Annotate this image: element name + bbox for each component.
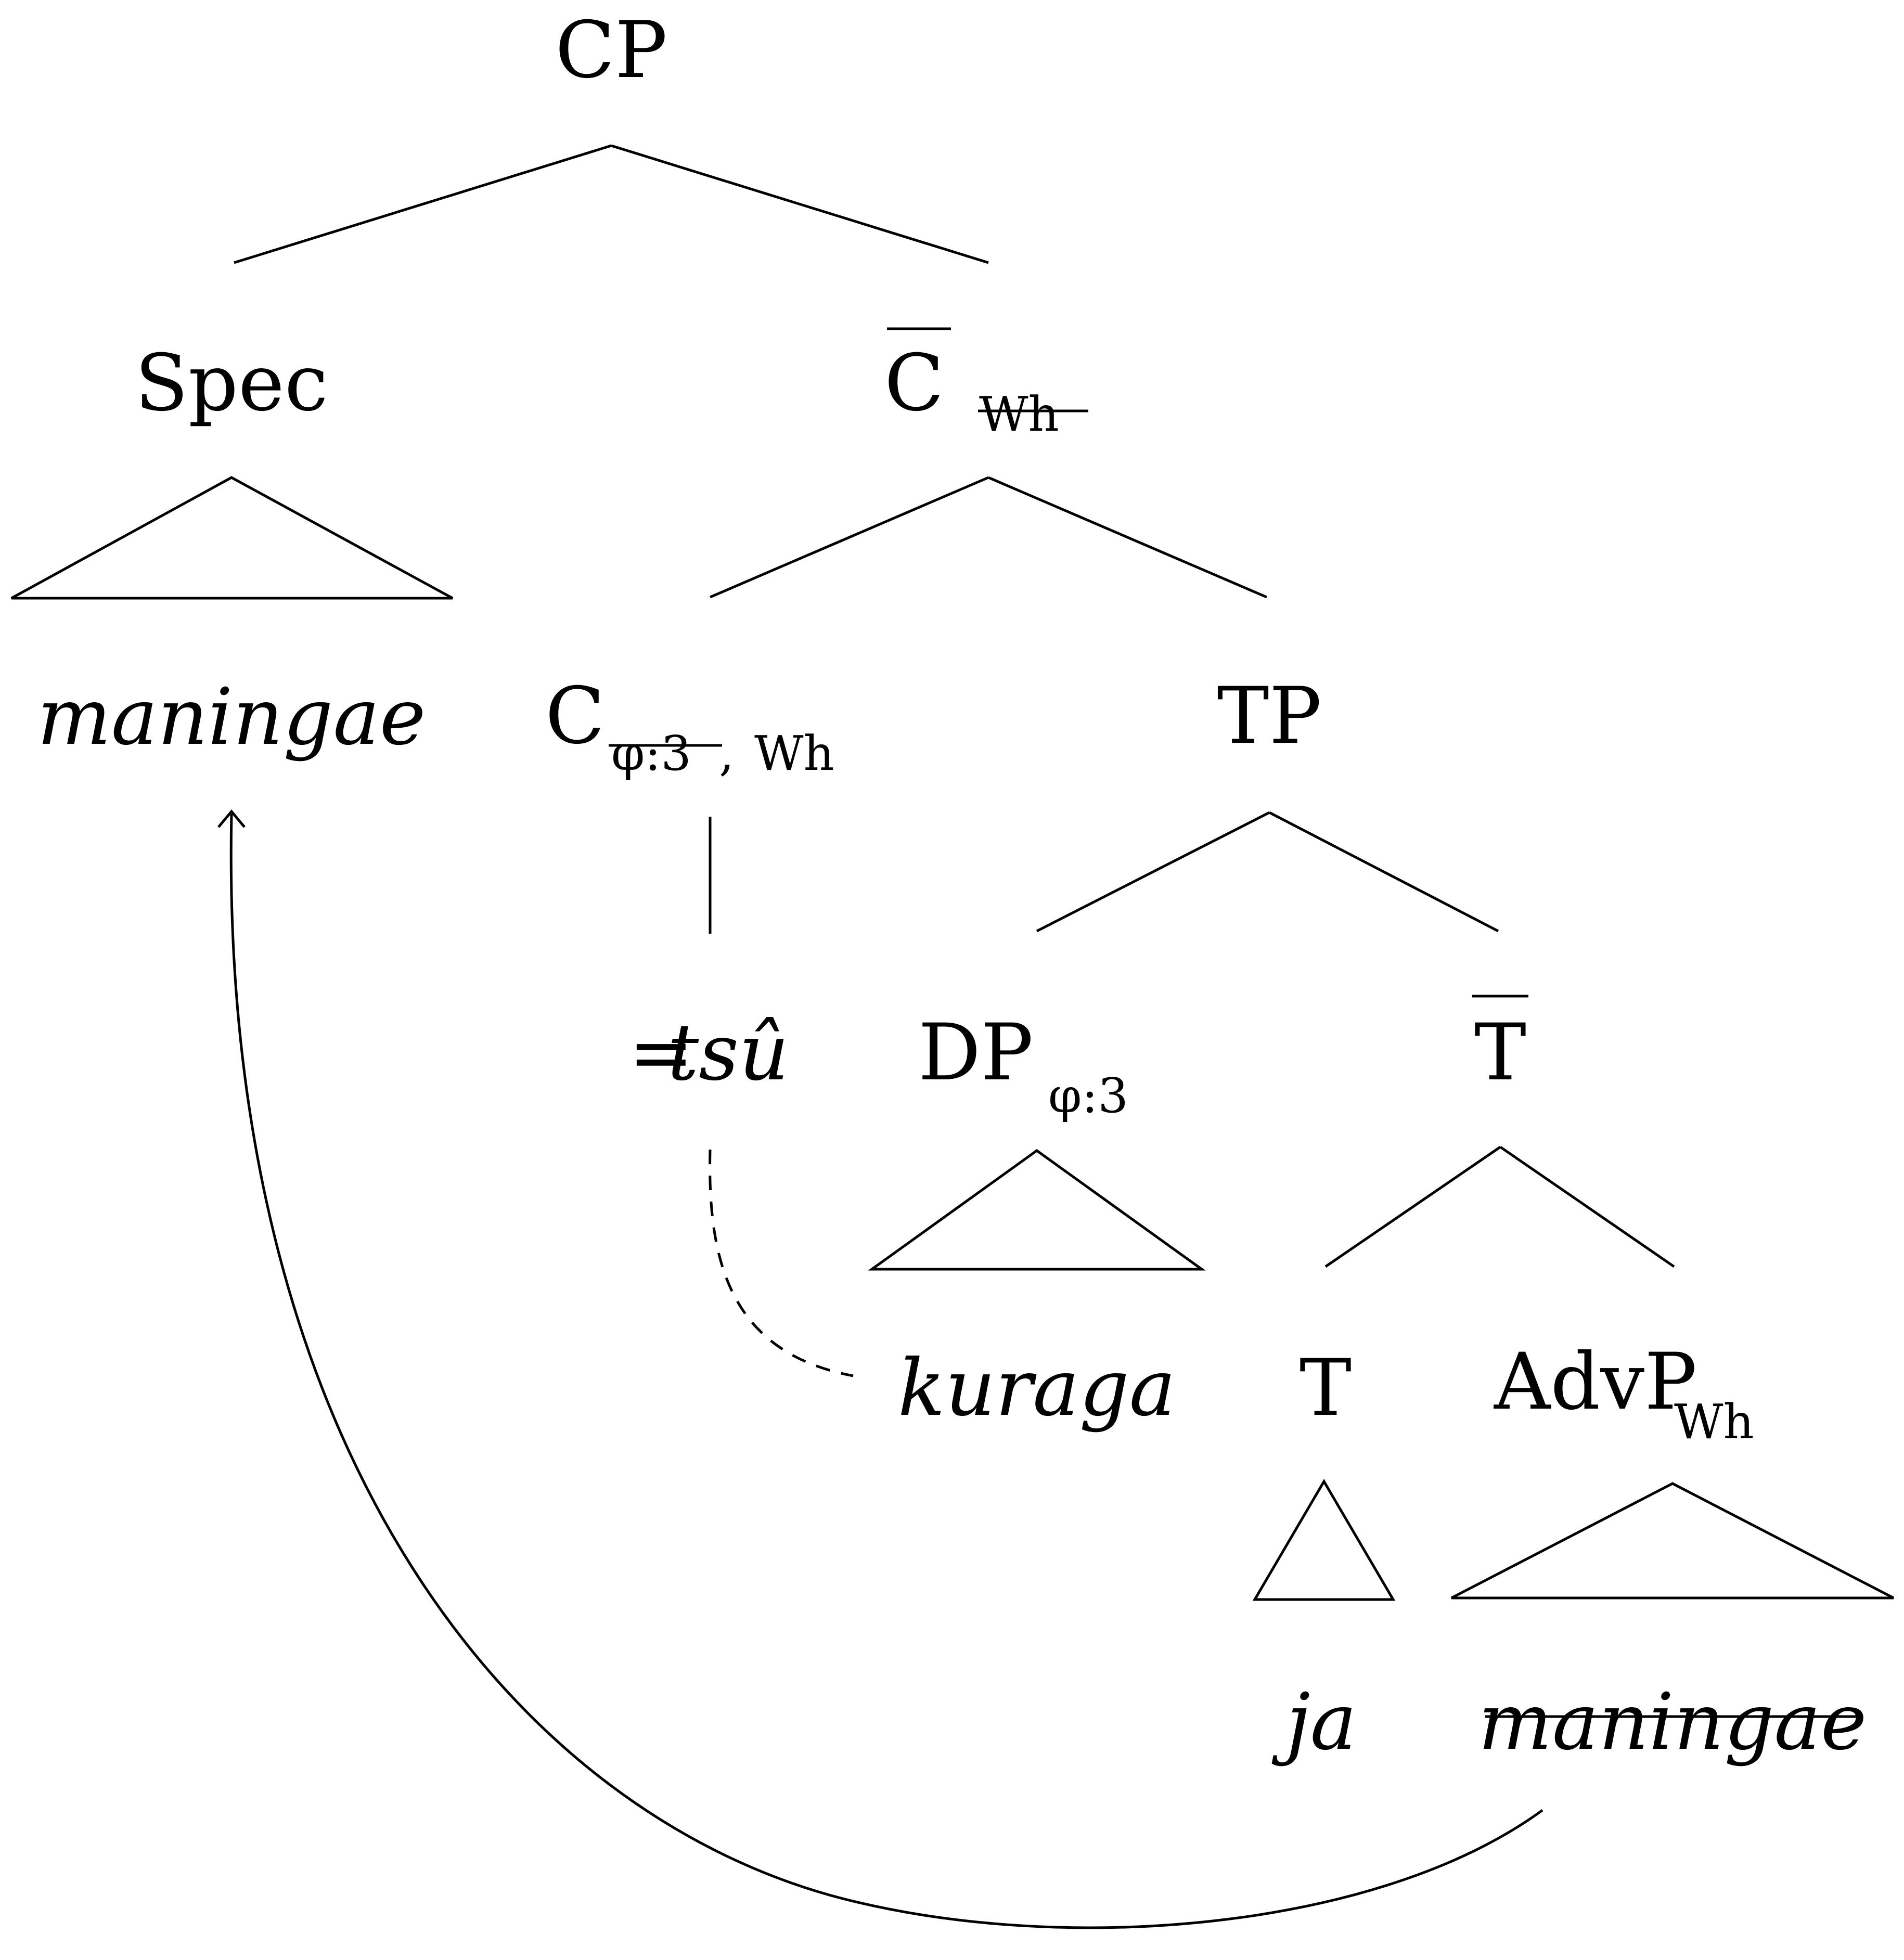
movement-arrowhead-icon: [217, 809, 246, 828]
cbar-label: C: [884, 338, 944, 429]
branch-cbar-tp: [988, 476, 1267, 599]
spec-triangle: [10, 476, 454, 600]
c-feature-separator: ,: [719, 726, 734, 781]
branch-cp-cbar: [611, 144, 989, 264]
advp-feature-wh: Wh: [1674, 1394, 1754, 1450]
cp-label: CP: [555, 5, 667, 96]
branch-tp-tbar: [1268, 811, 1499, 933]
branch-tp-dp: [1036, 811, 1270, 933]
branch-cp-spec: [234, 144, 612, 264]
branch-tbar-advp: [1499, 1145, 1675, 1268]
advp-leaf-maningae-struck: maningae: [1478, 1677, 1867, 1768]
movement-arrow-curve: [229, 814, 1543, 1929]
c-feature-wh: Wh: [754, 726, 834, 781]
branch-cbar-c: [710, 476, 989, 599]
agreement-dashed-link: [709, 1149, 854, 1377]
cbar-feature-wh-struck: Wh: [979, 386, 1059, 442]
dp-leaf-kuraga: kuraga: [898, 1343, 1176, 1434]
spec-leaf-maningae: maningae: [37, 672, 426, 763]
dp-label: DP: [918, 1008, 1033, 1098]
clitic-prefix: =: [628, 1008, 694, 1098]
spec-label: Spec: [135, 338, 328, 429]
clitic-tsu: tsû: [667, 1008, 789, 1098]
advp-triangle: [1450, 1482, 1895, 1600]
tp-label: TP: [1217, 671, 1322, 762]
t-leaf-ja: ja: [1271, 1677, 1357, 1768]
branch-tbar-t: [1324, 1145, 1501, 1268]
c-head-label: C: [545, 671, 605, 762]
t-triangle: [1252, 1479, 1396, 1601]
dp-triangle: [868, 1149, 1206, 1271]
dp-feature-phi: φ:3: [1048, 1068, 1128, 1124]
tbar-label: T: [1474, 1008, 1526, 1098]
c-feature-phi-struck: φ:3: [611, 726, 691, 781]
t-head-label: T: [1300, 1343, 1352, 1434]
advp-label: AdvP: [1494, 1337, 1697, 1427]
